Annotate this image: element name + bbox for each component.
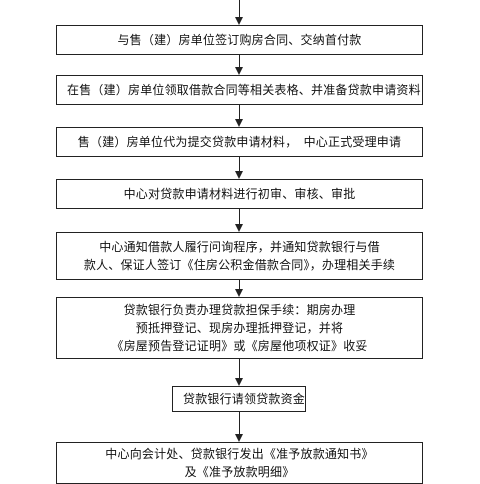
flow-step-4: 中心对贷款申请材料进行初审、审核、审批 <box>56 179 423 209</box>
connector-5 <box>239 280 240 289</box>
flow-step-5: 中心通知借款人履行问询程序，并通知贷款银行与借 款人、保证人签订《住房公积金借款… <box>56 232 423 280</box>
flow-step-1-line-1: 与售（建）房单位签订购房合同、交纳首付款 <box>117 33 362 47</box>
arrowhead-4 <box>235 224 243 232</box>
flow-step-8: 中心向会计处、贷款银行发出《准予放款通知书》 及《准予放款明细》 <box>56 442 423 484</box>
arrowhead-3 <box>235 171 243 179</box>
arrowhead-1 <box>235 67 243 75</box>
flow-step-3-line-1: 售（建）房单位代为提交贷款申请材料， 中心正式受理申请 <box>77 135 402 149</box>
flow-step-7: 贷款银行请领贷款资金 <box>172 386 306 412</box>
flow-step-4-line-1: 中心对贷款申请材料进行初审、审核、审批 <box>123 187 356 201</box>
flow-step-3: 售（建）房单位代为提交贷款申请材料， 中心正式受理申请 <box>56 127 423 157</box>
flow-step-5-line-2: 款人、保证人签订《住房公积金借款合同》，办理相关手续 <box>83 258 396 272</box>
flow-step-7-line-1: 贷款银行请领贷款资金 <box>183 392 306 406</box>
connector-1 <box>239 55 240 67</box>
flow-step-6-line-2: 预抵押登记、现房办理抵押登记，并将 <box>135 321 344 335</box>
connector-3 <box>239 157 240 171</box>
flow-step-5-line-1: 中心通知借款人履行问询程序，并通知贷款银行与借 <box>99 240 380 254</box>
connector-2 <box>239 105 240 119</box>
connector-7 <box>239 412 240 434</box>
flow-step-6: 贷款银行负责办理贷款担保手续：期房办理 预抵押登记、现房办理抵押登记，并将 《房… <box>56 297 423 359</box>
arrowhead-7 <box>235 434 243 442</box>
flow-step-8-line-1: 中心向会计处、贷款银行发出《准予放款通知书》 <box>105 447 374 461</box>
arrowhead-2 <box>235 119 243 127</box>
flow-step-8-line-2: 及《准予放款明细》 <box>184 465 295 479</box>
flow-step-2-line-1: 在售（建）房单位领取借款合同等相关表格、并准备贷款申请资料 <box>67 83 421 97</box>
connector-0 <box>239 0 240 17</box>
arrowhead-0 <box>235 17 243 25</box>
arrowhead-6 <box>235 378 243 386</box>
flow-step-6-line-1: 贷款银行负责办理贷款担保手续：期房办理 <box>123 303 356 317</box>
connector-6 <box>239 359 240 378</box>
flow-step-6-line-3: 《房屋预告登记证明》或《房屋他项权证》收妥 <box>111 339 368 353</box>
arrowhead-5 <box>235 289 243 297</box>
connector-4 <box>239 209 240 224</box>
flow-step-1: 与售（建）房单位签订购房合同、交纳首付款 <box>56 25 423 55</box>
flow-step-2: 在售（建）房单位领取借款合同等相关表格、并准备贷款申请资料 <box>56 75 423 105</box>
